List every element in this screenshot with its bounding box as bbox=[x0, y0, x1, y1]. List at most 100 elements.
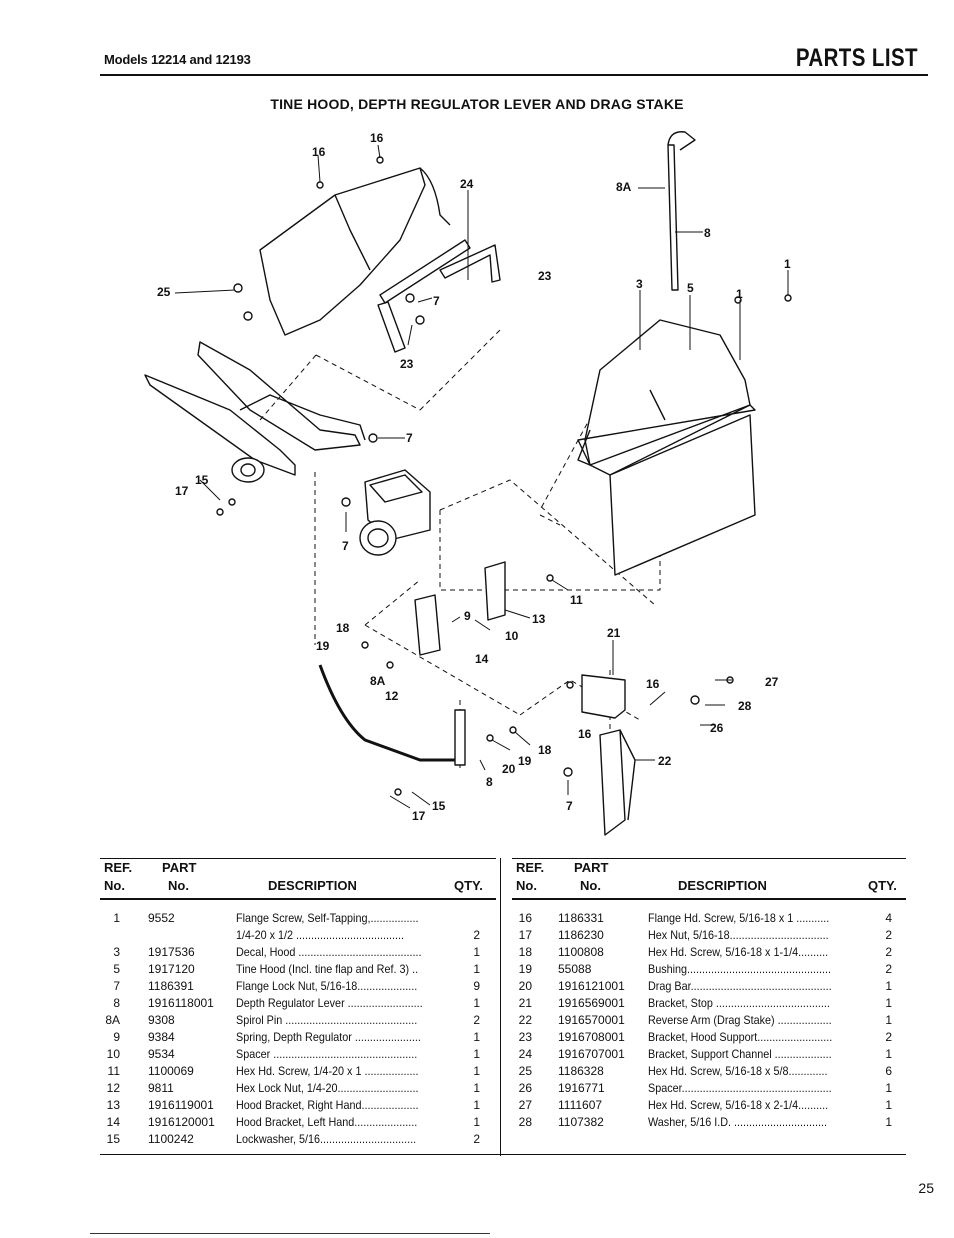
callout-8a-top: 8A bbox=[616, 180, 632, 194]
part-number-cell: 1916120001 bbox=[148, 1115, 215, 1129]
callout-9: 9 bbox=[464, 609, 471, 623]
description-cell: Hood Bracket, Left Hand.................… bbox=[236, 1115, 418, 1129]
qty-cell: 1 bbox=[473, 1098, 480, 1112]
callout-3: 3 bbox=[636, 277, 643, 291]
qty-cell: 1 bbox=[473, 996, 480, 1010]
table-top-rule bbox=[512, 858, 906, 859]
description-cell: Spacer .................................… bbox=[236, 1047, 418, 1061]
description-cell: Depth Regulator Lever ..................… bbox=[236, 996, 423, 1010]
description-cell: Drag Bar................................… bbox=[648, 979, 832, 993]
callout-16-right: 16 bbox=[646, 677, 660, 691]
callout-22: 22 bbox=[658, 754, 672, 768]
ref-cell: 15 bbox=[106, 1132, 120, 1146]
table-bottom-rule bbox=[100, 1154, 906, 1155]
qty-cell: 2 bbox=[885, 962, 892, 976]
qty-cell: 1 bbox=[885, 1098, 892, 1112]
parts-rows-right: 16 1186331 Flange Hd. Screw, 5/16-18 x 1 .… bbox=[512, 910, 906, 1131]
ref-cell: 21 bbox=[518, 996, 532, 1010]
callout-8a-lower: 8A bbox=[370, 674, 386, 688]
ref-cell: 12 bbox=[106, 1081, 120, 1095]
callout-18-left: 18 bbox=[336, 621, 350, 635]
header-rule bbox=[100, 74, 928, 76]
callout-1-right: 1 bbox=[784, 257, 791, 271]
qty-cell: 1 bbox=[885, 996, 892, 1010]
part-number-cell: 1916707001 bbox=[558, 1047, 625, 1061]
description-cell: Flange Hd. Screw, 5/16-18 x 1 ..........… bbox=[648, 911, 830, 925]
page-number: 25 bbox=[918, 1180, 934, 1196]
ref-cell: 18 bbox=[518, 945, 532, 959]
header-ref: REF. bbox=[516, 860, 545, 875]
header-description: DESCRIPTION bbox=[268, 878, 357, 893]
qty-cell: 1 bbox=[885, 1081, 892, 1095]
description-cell: Hood Bracket, Right Hand................… bbox=[236, 1098, 419, 1112]
callout-28: 28 bbox=[738, 699, 752, 713]
qty-cell: 2 bbox=[885, 1030, 892, 1044]
qty-cell: 2 bbox=[885, 945, 892, 959]
description-cell: Flange Screw, Self-Tapping,.............… bbox=[236, 911, 419, 925]
qty-cell: 1 bbox=[473, 1030, 480, 1044]
header-part: PART bbox=[574, 860, 609, 875]
part-number-cell: 9384 bbox=[148, 1030, 175, 1044]
description-cell: Hex Lock Nut, 1/4-20....................… bbox=[236, 1081, 419, 1095]
description-cell: Bracket, Support Channel ...............… bbox=[648, 1047, 832, 1061]
part-number-cell: 9534 bbox=[148, 1047, 175, 1061]
part-number-cell: 1916771 bbox=[558, 1081, 605, 1095]
ref-cell: 28 bbox=[518, 1115, 532, 1129]
callout-7-lower: 7 bbox=[566, 799, 573, 813]
callout-16-lower: 16 bbox=[578, 727, 592, 741]
callout-20: 20 bbox=[502, 762, 516, 776]
header-part-no: No. bbox=[168, 878, 189, 893]
callout-18-lower: 18 bbox=[538, 743, 552, 757]
callout-8-top: 8 bbox=[704, 226, 711, 240]
header-part: PART bbox=[162, 860, 197, 875]
callout-5: 5 bbox=[687, 281, 694, 295]
ref-cell: 20 bbox=[518, 979, 532, 993]
ref-cell: 10 bbox=[106, 1047, 120, 1061]
header-qty: QTY. bbox=[454, 878, 483, 893]
ref-cell: 16 bbox=[518, 911, 532, 925]
callout-17-lower: 17 bbox=[412, 809, 426, 823]
part-number-cell: 9552 bbox=[148, 911, 175, 925]
description-cell: Lockwasher, 5/16........................… bbox=[236, 1132, 417, 1146]
description-cell: Bracket, Stop ..........................… bbox=[648, 996, 830, 1010]
callout-15-lower: 15 bbox=[432, 799, 446, 813]
qty-cell: 1 bbox=[885, 1047, 892, 1061]
callout-7-mid: 7 bbox=[406, 431, 413, 445]
table-row: 16 1186331 Flange Hd. Screw, 5/16-18 x 1 .… bbox=[512, 910, 906, 927]
ref-cell: 19 bbox=[518, 962, 532, 976]
models-label: Models 12214 and 12193 bbox=[104, 52, 251, 67]
part-number-cell: 1186328 bbox=[558, 1064, 604, 1078]
qty-cell: 1 bbox=[885, 1013, 892, 1027]
description-cell: Bracket, Hood Support...................… bbox=[648, 1030, 833, 1044]
callout-1-mid: 1 bbox=[736, 287, 743, 301]
callout-16a: 16 bbox=[312, 145, 326, 159]
ref-cell: 3 bbox=[113, 945, 120, 959]
callout-21: 21 bbox=[607, 626, 621, 640]
table-row: 1/4-20 x 1/2 ...........................… bbox=[100, 927, 496, 944]
page-title: PARTS LIST bbox=[795, 44, 918, 72]
ref-cell: 23 bbox=[518, 1030, 532, 1044]
part-number-cell: 1186331 bbox=[558, 911, 604, 925]
qty-cell: 1 bbox=[473, 945, 480, 959]
header-ref-no: No. bbox=[104, 878, 125, 893]
callout-19-left: 19 bbox=[316, 639, 330, 653]
qty-cell: 2 bbox=[473, 1013, 480, 1027]
part-number-cell: 1107382 bbox=[558, 1115, 604, 1129]
callout-23-lower: 23 bbox=[400, 357, 414, 371]
qty-cell: 1 bbox=[473, 1081, 480, 1095]
callout-10: 10 bbox=[505, 629, 519, 643]
description-cell: Spring, Depth Regulator ................… bbox=[236, 1030, 421, 1044]
footer-rule bbox=[90, 1233, 490, 1234]
callout-19-lower: 19 bbox=[518, 754, 532, 768]
